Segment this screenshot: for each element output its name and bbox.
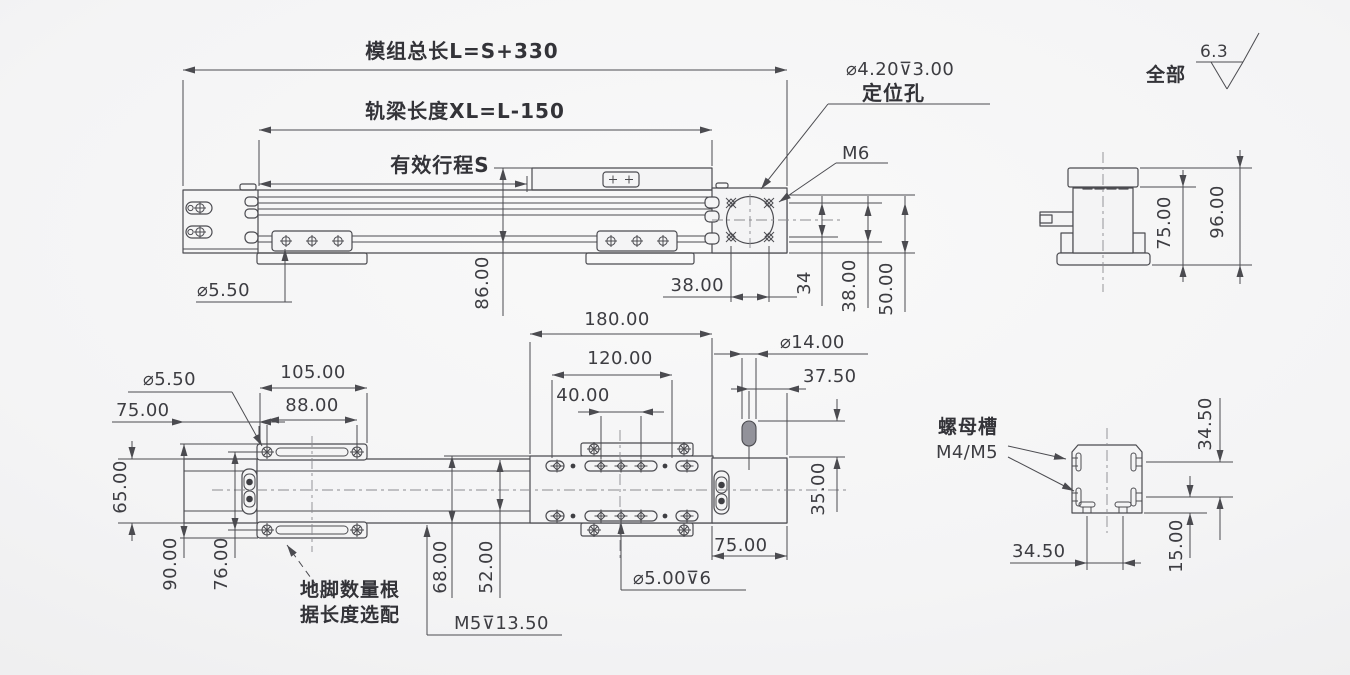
dim-68: 68.00 — [430, 540, 451, 594]
dim-40: 40.00 — [556, 385, 610, 406]
dim-75-left: 75.00 — [116, 400, 170, 421]
dim-75-end: 75.00 — [714, 535, 768, 556]
foot-note-line2: 据长度选配 — [300, 603, 400, 626]
callout-foot-hole-front: ⌀5.50 — [197, 280, 250, 301]
callout-m6: M6 — [842, 143, 870, 164]
dim-96-side: 96.00 — [1207, 185, 1228, 239]
nut-slot-sizes: M4/M5 — [936, 442, 998, 463]
locating-pin — [741, 420, 757, 470]
dim-35: 35.00 — [808, 462, 829, 516]
dim-38-horizontal: 38.00 — [670, 275, 724, 296]
text-labels: 模组总长L=S+330 轨梁长度XL=L-150 有效行程S ⌀4.20⊽3.0… — [110, 39, 1228, 634]
side-view — [1039, 150, 1252, 292]
dim-34: 34 — [794, 271, 815, 295]
dim-76: 76.00 — [211, 537, 232, 591]
dim-105: 105.00 — [280, 362, 345, 383]
dim-180: 180.00 — [584, 309, 649, 330]
side-connector-tab — [1039, 211, 1074, 227]
surface-finish-roughness: 6.3 — [1200, 42, 1228, 62]
foot-note-line1: 地脚数量根 — [300, 578, 400, 601]
bottom-view-dimensions — [112, 330, 868, 636]
callout-foot-hole-bottom: ⌀5.50 — [143, 369, 196, 390]
motor-end-block — [704, 182, 840, 254]
dim-52: 52.00 — [476, 540, 497, 594]
bottom-view — [183, 420, 846, 560]
callout-pin-hole: ⌀14.00 — [780, 332, 845, 353]
callout-counterbore: ⌀5.00⊽6 — [633, 568, 711, 589]
front-view — [182, 167, 840, 265]
left-connector — [241, 468, 258, 515]
extrusion-profile-detail — [1007, 398, 1233, 570]
side-base-plate — [1056, 252, 1151, 266]
dim-50: 50.00 — [876, 262, 897, 316]
dim-34-5-horizontal: 34.50 — [1012, 541, 1066, 562]
dim-86: 86.00 — [472, 256, 493, 310]
callout-locating-hole: 定位孔 — [862, 81, 925, 105]
t-slots — [1072, 452, 1142, 513]
dim-beam-length: 轨梁长度XL=L-150 — [365, 99, 565, 123]
dim-75-side: 75.00 — [1154, 196, 1175, 250]
surface-finish-symbol — [1196, 32, 1260, 90]
surface-finish-scope: 全部 — [1145, 63, 1186, 86]
dim-90: 90.00 — [160, 537, 181, 591]
dim-total-length: 模组总长L=S+330 — [365, 39, 558, 63]
dim-37-5: 37.50 — [803, 366, 857, 387]
left-end-block — [183, 183, 259, 254]
callout-locating-hole-spec: ⌀4.20⊽3.00 — [846, 59, 954, 80]
dim-38-vertical: 38.00 — [839, 259, 860, 313]
dim-88: 88.00 — [285, 395, 339, 416]
front-view-dimensions — [182, 66, 990, 316]
carriage-mounting-slots — [545, 459, 699, 523]
nut-slot-label: 螺母槽 — [938, 415, 998, 438]
slider-sensor-marks — [602, 171, 640, 188]
dim-120: 120.00 — [587, 348, 652, 369]
dim-65: 65.00 — [110, 460, 131, 514]
mounting-foot-left — [256, 230, 368, 265]
mounting-foot-right — [585, 230, 695, 265]
dim-15: 15.00 — [1166, 519, 1187, 573]
dim-34-5-vertical: 34.50 — [1195, 397, 1216, 451]
dim-effective-stroke: 有效行程S — [390, 153, 489, 177]
callout-carriage-thread: M5⊽13.50 — [454, 613, 549, 634]
